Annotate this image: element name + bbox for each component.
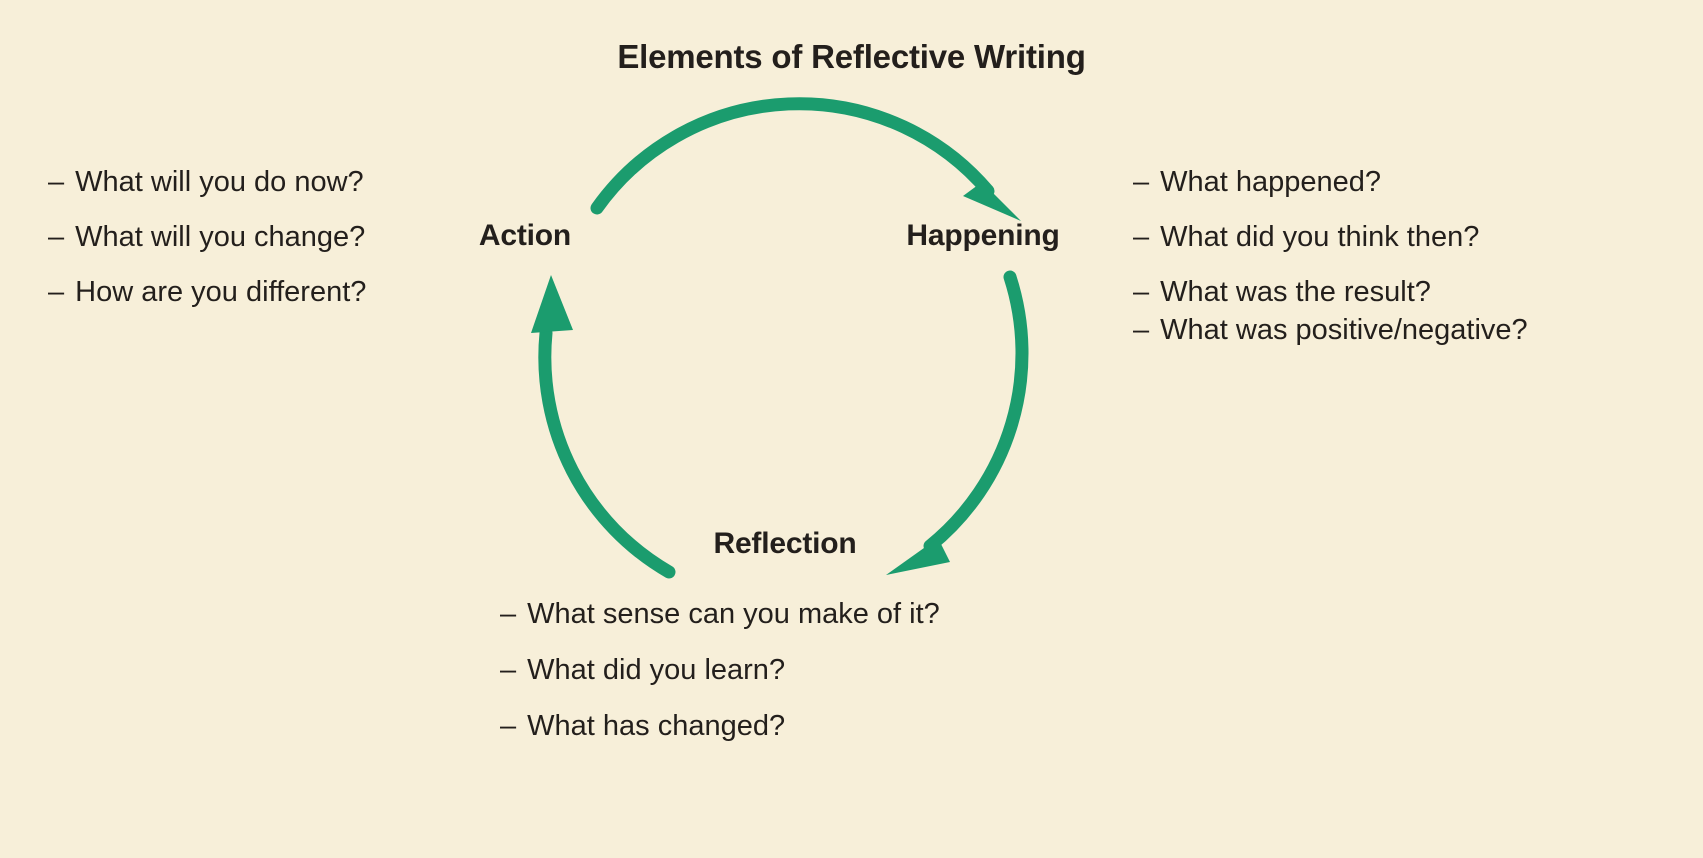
list-item: – What will you do now? (48, 168, 366, 197)
list-item-label: What will you change? (75, 221, 366, 253)
dash-bullet: – (500, 710, 517, 742)
cycle-node-reflection: Reflection (713, 527, 857, 560)
dash-bullet: – (48, 166, 65, 198)
list-item: – What was the result? (1133, 278, 1528, 307)
list-item-label: How are you different? (75, 276, 367, 308)
cycle-node-action: Action (478, 219, 572, 252)
arrow-action-to-happening (590, 97, 1021, 221)
list-item: – How are you different? (48, 278, 366, 307)
list-item: – What happened? (1133, 168, 1528, 197)
list-item-label: What did you think then? (1160, 221, 1480, 253)
page-title: Elements of Reflective Writing (617, 38, 1086, 75)
reflection-question-list: – What sense can you make of it? – What … (500, 600, 940, 741)
dash-bullet: – (48, 221, 65, 253)
list-item: – What did you think then? (1133, 223, 1528, 252)
list-item-label: What has changed? (527, 710, 786, 742)
list-item: – What sense can you make of it? (500, 600, 940, 629)
dash-bullet: – (500, 654, 517, 686)
dash-bullet: – (48, 276, 65, 308)
action-question-list: – What will you do now? – What will you … (48, 168, 366, 333)
list-item-label: What happened? (1160, 166, 1382, 198)
list-item-label: What was the result? (1160, 276, 1431, 308)
happening-question-list: – What happened? – What did you think th… (1133, 168, 1528, 345)
arrow-happening-to-reflection (886, 270, 1029, 575)
list-item-label: What sense can you make of it? (527, 598, 940, 630)
dash-bullet: – (1133, 166, 1150, 198)
list-item: – What has changed? (500, 712, 940, 741)
list-item-label: What will you do now? (75, 166, 364, 198)
list-item: – What will you change? (48, 223, 366, 252)
dash-bullet: – (1133, 314, 1150, 346)
dash-bullet: – (1133, 276, 1150, 308)
list-item: – What did you learn? (500, 656, 940, 685)
list-item-label: What was positive/negative? (1160, 314, 1528, 346)
dash-bullet: – (500, 598, 517, 630)
list-item-label: What did you learn? (527, 654, 786, 686)
arrow-reflection-to-action (531, 275, 676, 579)
list-item: – What was positive/negative? (1133, 316, 1528, 345)
cycle-node-happening: Happening (906, 219, 1060, 252)
dash-bullet: – (1133, 221, 1150, 253)
